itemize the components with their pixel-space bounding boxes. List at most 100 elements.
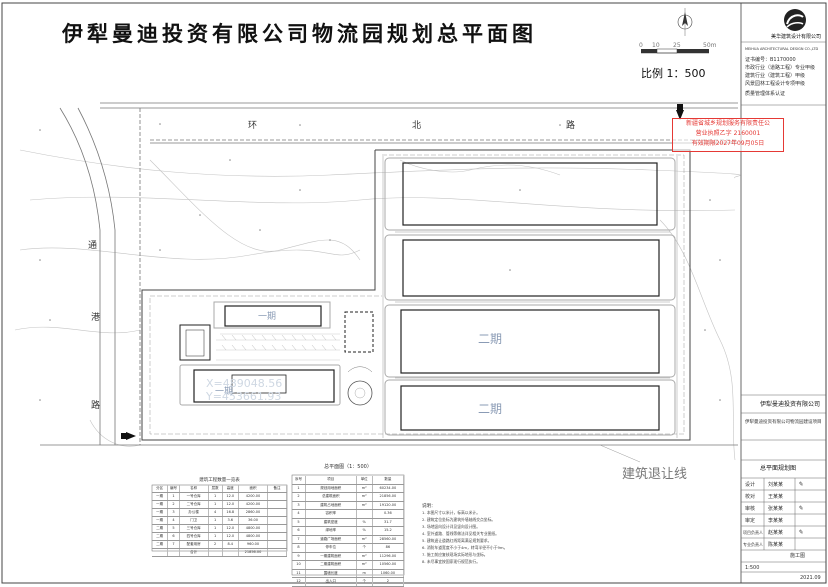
table-main-cell: 一期 (152, 493, 169, 500)
table-tech-cell: 86 (373, 544, 404, 552)
setback-label: 建筑退让线 (622, 467, 688, 482)
company-name-en: MEIHUA ARCHITECTURAL DESIGN CO.,LTD (745, 47, 819, 51)
role-1: 设计 (745, 482, 756, 488)
role-3: 审核 (745, 506, 756, 512)
table-tech-cell: 4 (292, 510, 306, 518)
table-main-header-cell: 分区 (152, 485, 169, 492)
drawing-date: 2021.09 (800, 575, 821, 581)
phase-label-c: 二期 (478, 332, 503, 346)
drawing-title: 伊犁曼迪投资有限公司物流园规划总平面图 (62, 22, 537, 46)
phase-label-d: 二期 (478, 402, 503, 416)
table-tech-cell: 12 (292, 578, 306, 586)
table-tech-cell: 总建筑面积 (306, 493, 357, 501)
scale-bar (641, 48, 709, 54)
road-north-char-3: 路 (566, 121, 576, 131)
table-main-cell: 办公楼 (180, 509, 209, 516)
table-main-cell: 3.6 (223, 517, 239, 524)
project-name: 伊犁曼迪投资有限公司物流园建设项目 (745, 420, 822, 425)
table-tech-cell: 5 (292, 518, 306, 526)
table-tech-cell: 9 (292, 552, 306, 560)
role-4: 审定 (745, 518, 756, 524)
phase-label-a: 一期 (258, 312, 277, 322)
table-tech-cell: 一期建筑面积 (306, 552, 357, 560)
table-tech-header-cell: 单位 (357, 476, 373, 484)
company-name: 美华建筑设计有限公司 (771, 34, 822, 40)
table-tech-cell: 0.36 (373, 510, 404, 518)
table-tech-cell: 11296.00 (373, 552, 404, 560)
table-main-cell: 12.0 (223, 493, 239, 500)
drawing-name: 总平面规划图 (760, 465, 797, 472)
warehouse-outlines (384, 157, 676, 436)
table-main-cell (268, 549, 287, 556)
table-tech-cell: 21856.00 (373, 493, 404, 501)
north-arrow-icon (677, 8, 693, 36)
table-tech-cell: m² (357, 552, 373, 560)
name-5: 赵某某 (768, 530, 784, 536)
west-entrance-arrow-icon (126, 432, 136, 440)
name-6: 陈某某 (768, 542, 784, 548)
note-line: 3. 场地竖向设计详见竖向设计图。 (422, 524, 480, 529)
north-entrance-arrow-icon (676, 110, 684, 120)
table-main-cell: 1 (209, 533, 223, 540)
note-line: 7. 施工前应复核现场实际地形与坐标。 (422, 552, 488, 557)
stamp-line-1: 新疆省城乡规划服务有限责任公 (685, 120, 770, 127)
table-tech-cell: 个 (357, 578, 373, 586)
table-main-cell: 二期 (152, 525, 169, 532)
table-tech-cell: 二期建筑面积 (306, 561, 357, 569)
role-5: 项目负责人 (743, 530, 763, 535)
table-tech-cell: 容积率 (306, 510, 357, 518)
table-main-cell (209, 549, 223, 556)
cert-line-1: 证书编号：B1170000 (745, 57, 796, 63)
note-line: 4. 室外道路、管线等做法详见相关专业图纸。 (422, 531, 499, 536)
table-main-cell (223, 549, 239, 556)
table-tech-cell: m² (357, 484, 373, 492)
table-tech-cell: 规划用地面积 (306, 484, 357, 492)
scale-tick-10: 10 (652, 42, 660, 49)
cert-line-2: 市政行业（道路工程）专业甲级 (745, 65, 816, 71)
name-1: 刘某某 (768, 482, 784, 488)
table-main-header-cell: 高度 (223, 485, 239, 492)
table-tech-cell: m² (357, 501, 373, 509)
table-main-cell: 2 (209, 541, 223, 548)
table-main-cell: 12.0 (223, 533, 239, 540)
table-main-cell: 二期 (152, 541, 169, 548)
table-tech-cell: 建筑占地面积 (306, 501, 357, 509)
name-2: 王某某 (768, 494, 784, 500)
table-tech-cell: m² (357, 493, 373, 501)
table-main-cell: 门卫 (180, 517, 209, 524)
table-main-cell: 2 (168, 501, 180, 508)
table-tech-header-cell: 数量 (373, 476, 404, 484)
road-north-char-1: 环 (248, 121, 258, 131)
company-logo-icon (784, 9, 806, 31)
table-tech-cell: 6 (292, 527, 306, 535)
table-main-cell: 12.0 (223, 501, 239, 508)
table-main-cell: 960.00 (239, 541, 269, 548)
table-main-cell: 2860.00 (239, 509, 269, 516)
table-main-cell: 1 (168, 493, 180, 500)
stamp-line-3: 有效期限2027年09月05日 (691, 140, 765, 147)
scale-ratio: 比例 1：500 (641, 67, 706, 80)
table-tech-header-cell: 序号 (292, 476, 306, 484)
table-grids (151, 474, 405, 576)
table-tech-cell: 2 (373, 578, 404, 586)
drawing-scale: 1:500 (745, 565, 760, 571)
design-stage: 施工图 (790, 553, 806, 559)
table-tech-cell: 1060.00 (373, 569, 404, 577)
table-main-cell: 4800.00 (239, 525, 269, 532)
table-main-cell: 一期 (152, 517, 169, 524)
table-main-cell: 1 (209, 501, 223, 508)
